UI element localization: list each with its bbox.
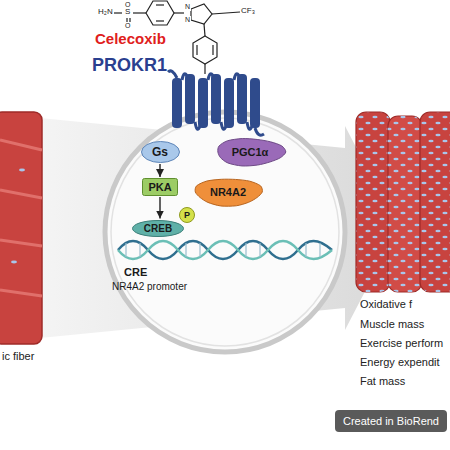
oxidative-fiber [356,112,450,292]
receptor-name: PROKR1 [92,56,167,76]
atom-label: CF₃ [240,7,256,16]
watermark-badge: Created in BioRend [335,410,447,432]
dna-helix [118,241,332,259]
gpcr-receptor [168,71,264,135]
promoter-label: NR4A2 promoter [112,281,187,292]
node-label: NR4A2 [210,186,246,198]
outcome-label: Fat mass [360,375,405,387]
node-label: PGC1α [232,146,269,158]
node-label: Gs [152,145,168,159]
signal-arrow [159,164,160,177]
atom-label: N [184,3,191,11]
molecule-shape: PGC1α [214,137,286,167]
fiber-label: Oxidative f [360,298,412,310]
molecule-shape: CREB [132,220,184,237]
outcome-label: Energy expendit [360,356,440,368]
atom-label: H₂N [97,8,114,17]
atom-label: O [124,1,131,9]
glycolytic-fiber [0,112,42,344]
atom-label: O [124,22,131,30]
cell-outline [105,112,345,352]
drug-name: Celecoxib [95,31,166,48]
outcome-label: Exercise perform [360,337,443,349]
molecule-shape: Gs [141,141,180,163]
outcome-label: Muscle mass [360,318,424,330]
node-label: P [184,210,190,220]
atom-label: N [184,16,191,24]
signal-arrow [159,197,160,219]
molecule-shape: P [179,207,195,223]
fiber-label: ic fiber [2,350,34,362]
node-label: CREB [144,223,172,234]
node-label: PKA [148,181,171,193]
process-box: PKA [142,178,178,196]
molecule-shape: NR4A2 [193,177,264,207]
atom-label: S [124,8,131,17]
element-label: CRE [124,266,147,278]
